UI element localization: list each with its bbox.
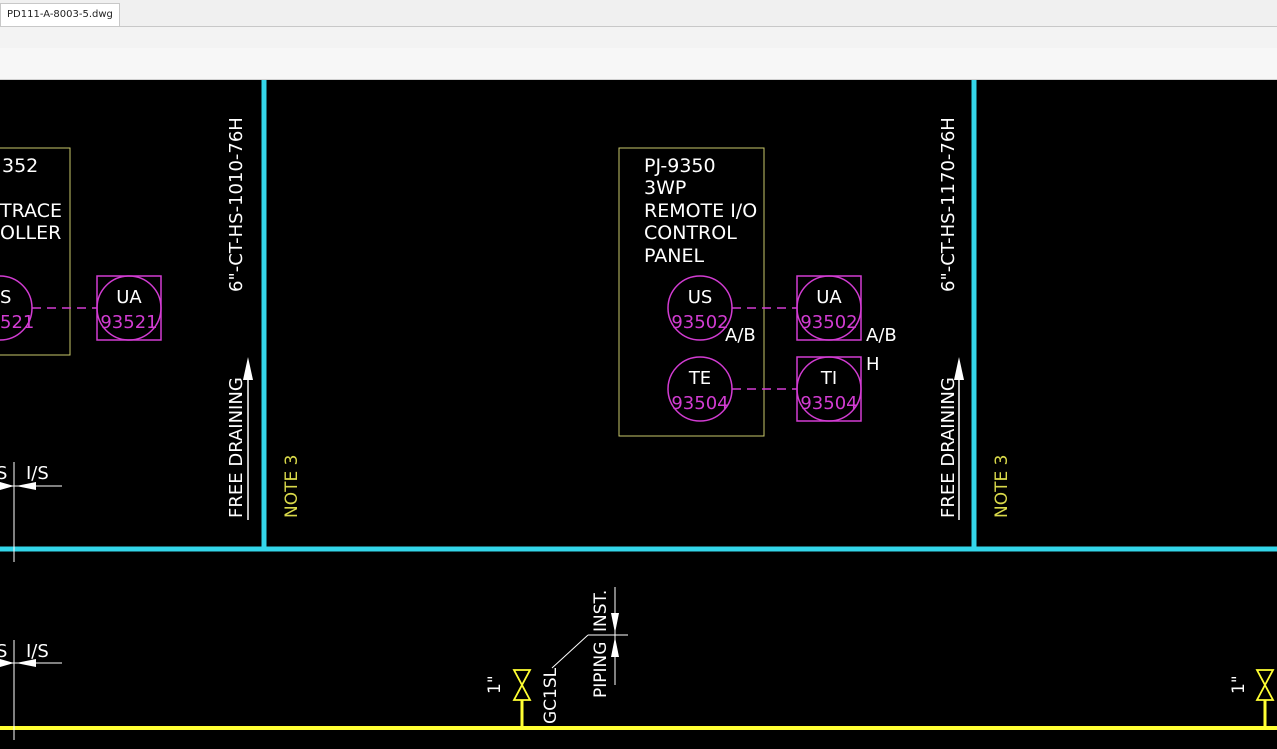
is-label: I/S <box>26 641 49 662</box>
s-label: S <box>0 463 7 484</box>
gc1sl-label: GC1SL <box>541 667 561 724</box>
left-panel-line1: TRACE <box>0 200 62 222</box>
instrument-number: 93521 <box>100 312 157 333</box>
instrument-te-center[interactable]: TE 93504 <box>667 356 733 422</box>
pipe-label-left: 6"-CT-HS-1010-76H <box>226 117 247 292</box>
instrument-number: 93504 <box>800 393 857 414</box>
free-draining-right: FREE DRAINING <box>938 357 964 520</box>
valve-right[interactable]: 1" <box>1229 669 1275 701</box>
left-panel-tag: 352 <box>2 155 38 177</box>
signal-lines <box>32 307 797 390</box>
arrow-up-icon <box>243 357 253 380</box>
center-panel-tag: PJ-9350 <box>644 155 716 177</box>
is-break-lower: S I/S <box>0 640 62 740</box>
instrument-label: TE <box>688 368 711 389</box>
instrument-label: TI <box>820 368 837 389</box>
center-panel-line2: REMOTE I/O <box>644 200 757 222</box>
drawing-canvas[interactable]: 352 TRACE OLLER PJ-9350 3WP REMOTE I/O C… <box>0 80 1277 749</box>
spec-break-callout: GC1SL PIPING INST. <box>541 587 628 724</box>
instrument-suffix: A/B <box>866 325 897 346</box>
instrument-label: UA <box>116 287 142 308</box>
file-toolbar <box>0 27 1277 73</box>
instrument-number: 93504 <box>671 393 728 414</box>
yellow-pipe <box>0 700 1277 730</box>
instrument-label: US <box>688 287 713 308</box>
left-panel: 352 TRACE OLLER <box>0 147 71 356</box>
tab-drawing-file[interactable]: PD111-A-8003-5.dwg <box>0 3 120 26</box>
note3-right: NOTE 3 <box>992 455 1012 518</box>
valve-center[interactable]: 1" <box>485 669 532 701</box>
tab-bar: PD111-A-8003-5.dwg <box>0 0 1277 27</box>
inst-label: INST. <box>591 590 611 632</box>
left-panel-line2: OLLER <box>0 222 61 244</box>
valve-size-label: 1" <box>1229 675 1249 694</box>
instrument-us-left[interactable]: S 521 <box>0 275 34 341</box>
instrument-label: S <box>0 287 11 308</box>
instrument-number: 93502 <box>800 312 857 333</box>
center-panel-line3: CONTROL <box>644 222 737 244</box>
piping-label: PIPING <box>591 642 611 698</box>
instrument-ua-right[interactable]: UA 93502 A/B <box>796 275 897 346</box>
is-break-upper: S I/S <box>0 462 62 562</box>
note3-left: NOTE 3 <box>282 455 302 518</box>
valve-size-label: 1" <box>485 675 505 694</box>
instrument-number: 521 <box>0 312 34 333</box>
instrument-number: 93502 <box>671 312 728 333</box>
instrument-ti-right[interactable]: TI 93504 H <box>796 354 880 422</box>
instrument-us-center[interactable]: US 93502 A/B <box>667 275 756 346</box>
pipe-label-right: 6"-CT-HS-1170-76H <box>938 117 959 292</box>
instrument-label: UA <box>816 287 842 308</box>
s-label: S <box>0 641 7 662</box>
free-draining-text: FREE DRAINING <box>226 377 247 518</box>
center-panel-line1: 3WP <box>644 177 686 199</box>
cyan-border-lines <box>0 80 1277 552</box>
free-draining-left: FREE DRAINING <box>226 357 253 520</box>
arrow-up-icon <box>954 357 964 380</box>
is-label: I/S <box>26 463 49 484</box>
tab-title: PD111-A-8003-5.dwg <box>7 9 113 20</box>
instrument-suffix: A/B <box>725 325 756 346</box>
free-draining-text: FREE DRAINING <box>938 377 959 518</box>
center-panel: PJ-9350 3WP REMOTE I/O CONTROL PANEL <box>618 147 765 437</box>
instrument-suffix: H <box>866 354 880 375</box>
instrument-ua-left[interactable]: UA 93521 <box>96 275 162 341</box>
center-panel-line4: PANEL <box>644 245 704 267</box>
view-toolbar: ▼ <box>0 48 1277 124</box>
